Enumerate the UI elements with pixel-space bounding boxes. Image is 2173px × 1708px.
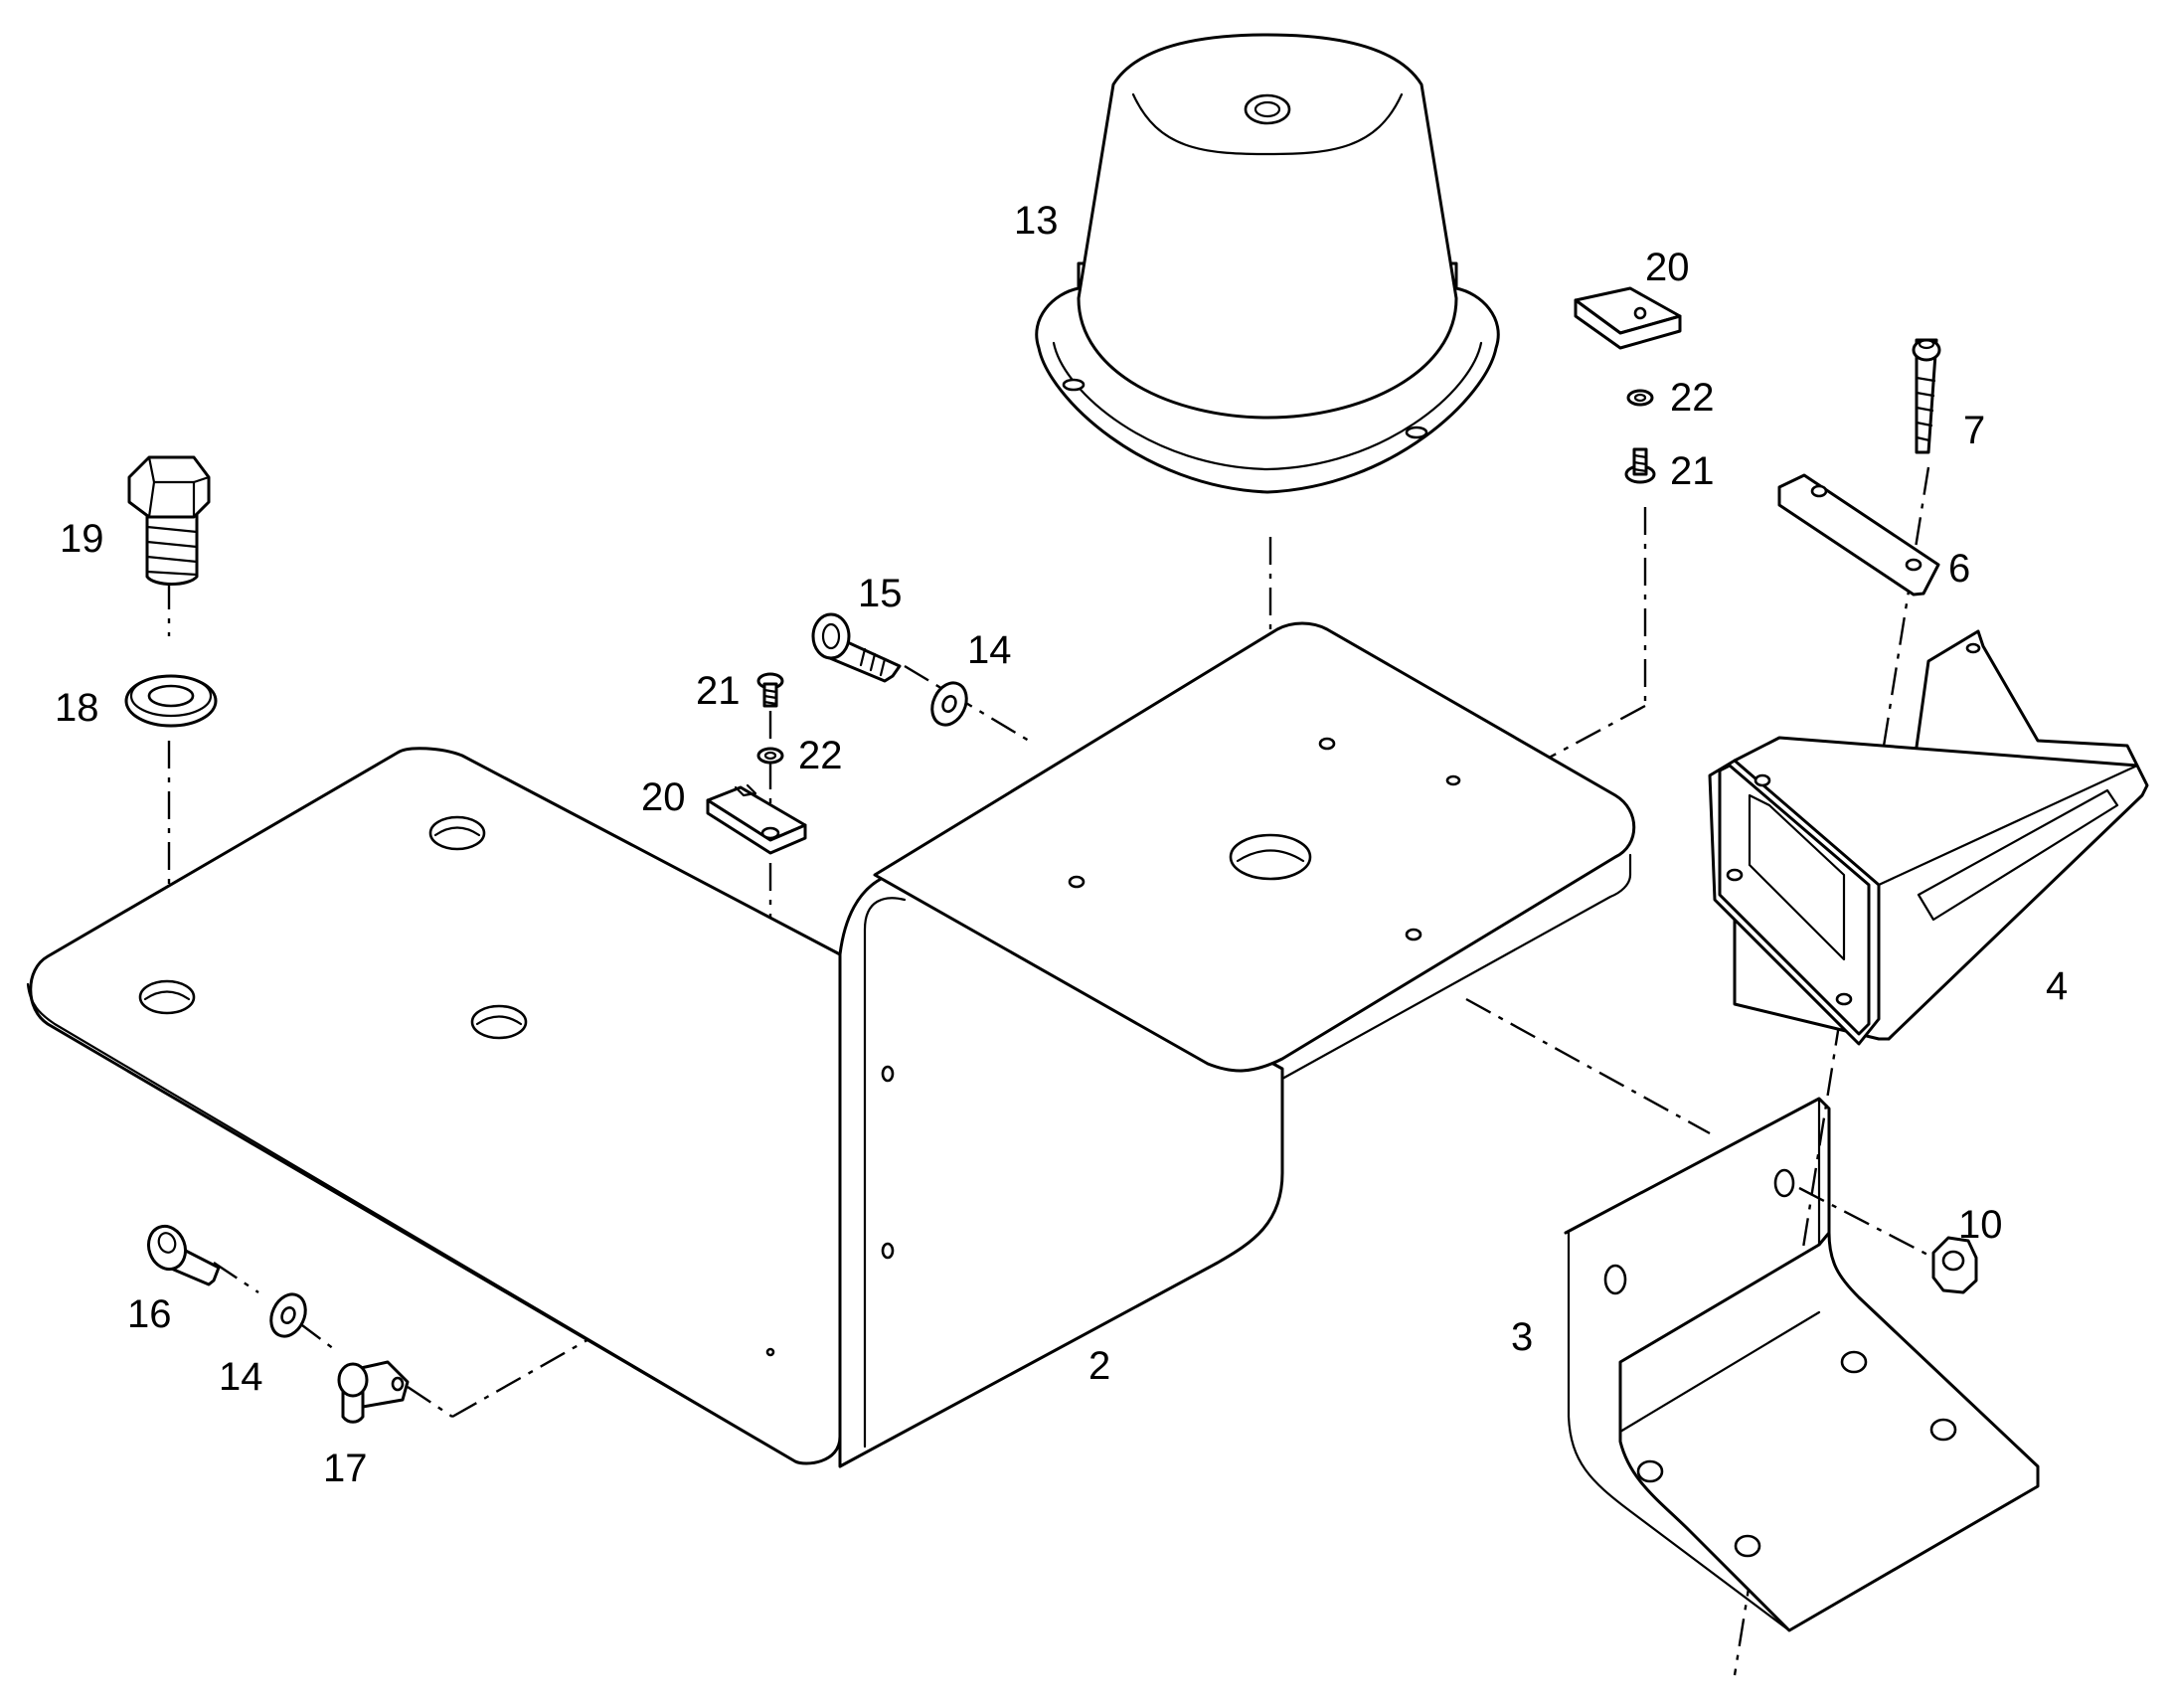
callout-14-upper: 14 [967, 628, 1012, 672]
callout-20-mid: 20 [641, 775, 686, 819]
hex-bolt-part-19 [127, 455, 211, 586]
callout-6: 6 [1948, 547, 1970, 591]
washer-part-14-lower [269, 1292, 307, 1338]
callout-22-upper: 22 [1670, 376, 1715, 420]
callout-21-upper: 21 [1670, 449, 1715, 493]
washer-part-14-upper [930, 681, 968, 727]
hex-nut-part-10 [1931, 1236, 1978, 1294]
washer-part-22-mid [756, 747, 784, 765]
washer-part-18 [124, 674, 218, 728]
callout-13: 13 [1014, 199, 1059, 243]
callout-17: 17 [323, 1447, 368, 1490]
cap-screw-part-16 [146, 1224, 221, 1286]
callout-19: 19 [60, 517, 104, 561]
z-bracket-part-2 [26, 621, 1636, 1468]
callout-15: 15 [858, 572, 903, 615]
screw-part-21-upper [1624, 447, 1656, 484]
callout-21-mid: 21 [696, 669, 741, 713]
beacon-part-13 [1035, 33, 1500, 494]
callout-3: 3 [1511, 1315, 1533, 1359]
callout-18: 18 [55, 686, 99, 730]
strap-part-6 [1777, 473, 1940, 597]
clip-part-20-upper [1574, 286, 1682, 350]
cap-screw-part-7 [1912, 338, 1941, 454]
angle-bracket-part-3 [1564, 1097, 2040, 1632]
cable-clamp-part-17 [337, 1360, 410, 1424]
callout-2: 2 [1088, 1344, 1110, 1388]
callout-14-lower: 14 [219, 1355, 263, 1399]
callout-20-upper: 20 [1645, 246, 1690, 289]
callout-4: 4 [2046, 964, 2068, 1008]
shoulder-screw-part-15 [811, 612, 902, 683]
callout-7: 7 [1963, 409, 1985, 452]
callout-16: 16 [127, 1292, 172, 1336]
horn-housing-part-4 [1708, 629, 2149, 1046]
washer-part-22-upper [1626, 389, 1654, 407]
callout-22-mid: 22 [798, 734, 843, 777]
screw-part-21-mid [756, 672, 784, 708]
clip-part-20-mid [706, 783, 807, 855]
callout-labels: 13 20 22 21 7 6 19 18 15 14 21 22 20 4 1… [55, 199, 2068, 1490]
callout-10: 10 [1958, 1203, 2003, 1247]
